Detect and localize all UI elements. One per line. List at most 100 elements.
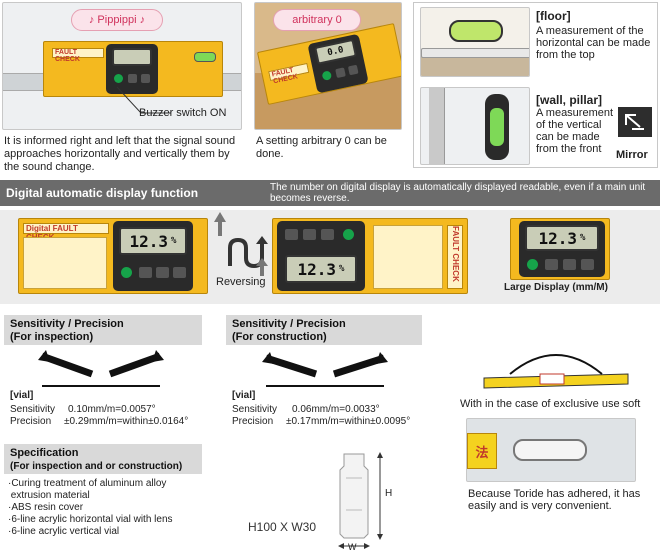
- power-button: [321, 70, 333, 81]
- vial-window: [485, 94, 509, 160]
- digital-description: The number on digital display is automat…: [270, 182, 646, 204]
- wall-photo: [420, 87, 530, 165]
- mirror-icon: [618, 107, 652, 137]
- device-button: [128, 74, 137, 83]
- sens-construction-sensitivity-label: Sensitivity: [232, 404, 278, 415]
- up-arrow-icon: [214, 212, 226, 236]
- brand-strip: Digital FAULT CHECK: [23, 223, 109, 242]
- sens-inspection-sensitivity-label: Sensitivity: [10, 404, 56, 415]
- width-label: W: [348, 542, 357, 552]
- device-button: [545, 259, 558, 270]
- power-button: [343, 229, 354, 240]
- level-housing: FAULT CHECK: [43, 41, 223, 97]
- lcd-unit: %: [171, 236, 177, 246]
- cross-section-diagram: [338, 452, 383, 549]
- sens-inspection-title: Sensitivity / Precision: [10, 318, 124, 330]
- reversing-label: Reversing: [216, 276, 266, 288]
- sens-construction-title: Sensitivity / Precision: [232, 318, 346, 330]
- zero-bubble: arbitrary 0: [273, 9, 361, 31]
- spec-item: ·6-line acrylic horizontal vial with len…: [8, 514, 173, 525]
- level-housing: [421, 48, 529, 58]
- device-button: [141, 74, 150, 83]
- spec-label-area: [373, 225, 443, 289]
- device-button: [156, 267, 169, 278]
- brand-strip: FAULT CHECK: [52, 48, 104, 63]
- vial-slot: [513, 439, 587, 461]
- sens-construction-precision-value: ±0.17mm/m=within±0.0095°: [286, 416, 411, 427]
- sens-inspection-precision-value: ±0.29mm/m=within±0.0164°: [64, 416, 189, 427]
- lcd-unit: %: [580, 233, 586, 243]
- power-button: [114, 74, 123, 83]
- zero-photo: FAULT CHECK 0.0 arbitrary 0: [254, 2, 402, 130]
- device-frame: 12.3%: [519, 221, 605, 277]
- level-housing-normal: Digital FAULT CHECK 12.3%: [18, 218, 208, 294]
- spec-item: extrusion material: [8, 490, 90, 501]
- device-frame: [106, 44, 158, 94]
- level-housing-reversed: 12.3% FAULT CHECK: [272, 218, 468, 294]
- device-button: [139, 267, 152, 278]
- wall-pillar: [429, 88, 445, 164]
- power-button: [527, 259, 538, 270]
- brand-strip-vertical: FAULT CHECK: [447, 225, 463, 289]
- large-display-label: Large Display (mm/M): [504, 282, 608, 293]
- device-button: [173, 267, 186, 278]
- lcd-reading: 12.3: [297, 259, 337, 279]
- floor-surface: [421, 56, 529, 76]
- lcd-screen: 0.0: [314, 38, 357, 65]
- floor-description: A measurement of the horizontal can be m…: [536, 25, 651, 61]
- buzzer-bubble: ♪ Pippippi ♪: [71, 9, 163, 31]
- device-frame: 0.0: [307, 33, 369, 94]
- sens-construction-subtitle: (For construction): [232, 331, 327, 343]
- wall-title: [wall, pillar]: [536, 93, 603, 107]
- mirror-label: Mirror: [616, 149, 648, 161]
- digital-title: Digital automatic display function: [6, 186, 199, 200]
- floor-photo: [420, 7, 530, 77]
- device-button: [581, 259, 594, 270]
- sens-construction-header: Sensitivity / Precision (For constructio…: [226, 315, 422, 345]
- device-frame: 12.3%: [113, 221, 193, 291]
- sens-inspection-precision-label: Precision: [10, 416, 52, 427]
- magnet-caption: Because Toride has adhered, it has easil…: [468, 488, 641, 512]
- spec-label-area: [23, 237, 107, 289]
- sens-construction-precision-label: Precision: [232, 416, 274, 427]
- spec-item: ·6-line acrylic vertical vial: [8, 526, 120, 537]
- sens-construction-sensitivity-value: 0.06mm/m=0.0033°: [292, 404, 380, 415]
- zero-description: A setting arbitrary 0 can be done.: [256, 135, 387, 160]
- device-button: [347, 64, 359, 76]
- device-button: [335, 67, 346, 79]
- up-arrow-icon: [256, 258, 268, 276]
- buzzer-caption: Buzzer switch ON: [139, 107, 227, 119]
- lcd-reading: 12.3: [538, 228, 578, 248]
- tilt-diagram-construction: [262, 352, 388, 387]
- lcd-screen: [112, 48, 152, 66]
- case-caption: With in the case of exclusive use soft: [460, 398, 641, 410]
- device-button: [285, 229, 298, 240]
- pointer-line: [116, 86, 171, 114]
- tilt-diagram-inspection: [38, 350, 164, 387]
- label-sticker: 法: [467, 433, 497, 469]
- level-housing-large: 12.3%: [510, 218, 610, 280]
- floor-title: [floor]: [536, 9, 571, 23]
- buzzer-photo: FAULT CHECK ♪ Pippippi ♪ Buzzer switch O…: [2, 2, 242, 130]
- sens-construction-vial: [vial]: [232, 390, 256, 401]
- spec-dimension: H100 X W30: [248, 520, 317, 534]
- spec-title: Specification: [10, 447, 79, 459]
- device-button: [563, 259, 576, 270]
- spec-item: ·ABS resin cover: [8, 502, 84, 513]
- brand-strip: FAULT CHECK: [268, 62, 310, 85]
- spec-subtitle: (For inspection and or construction): [10, 461, 183, 472]
- soft-case-illustration: [483, 354, 629, 389]
- sens-inspection-sensitivity-value: 0.10mm/m=0.0057°: [68, 404, 156, 415]
- lcd-unit: %: [339, 264, 345, 274]
- device-button: [303, 229, 316, 240]
- floor-wall-panel: [floor] A measurement of the horizontal …: [413, 2, 658, 168]
- digital-strip: Digital FAULT CHECK 12.3% Reversing 12.3…: [0, 210, 660, 304]
- lcd-screen-large: 12.3%: [525, 225, 599, 251]
- vial-window: [449, 20, 503, 42]
- digital-header-bar: Digital automatic display function The n…: [0, 180, 660, 206]
- buzzer-description: It is informed right and left that the s…: [4, 135, 236, 173]
- device-frame: 12.3%: [277, 221, 365, 291]
- sens-inspection-vial: [vial]: [10, 390, 34, 401]
- lcd-screen: 12.3%: [285, 255, 357, 283]
- spec-header: Specification (For inspection and or con…: [4, 444, 202, 474]
